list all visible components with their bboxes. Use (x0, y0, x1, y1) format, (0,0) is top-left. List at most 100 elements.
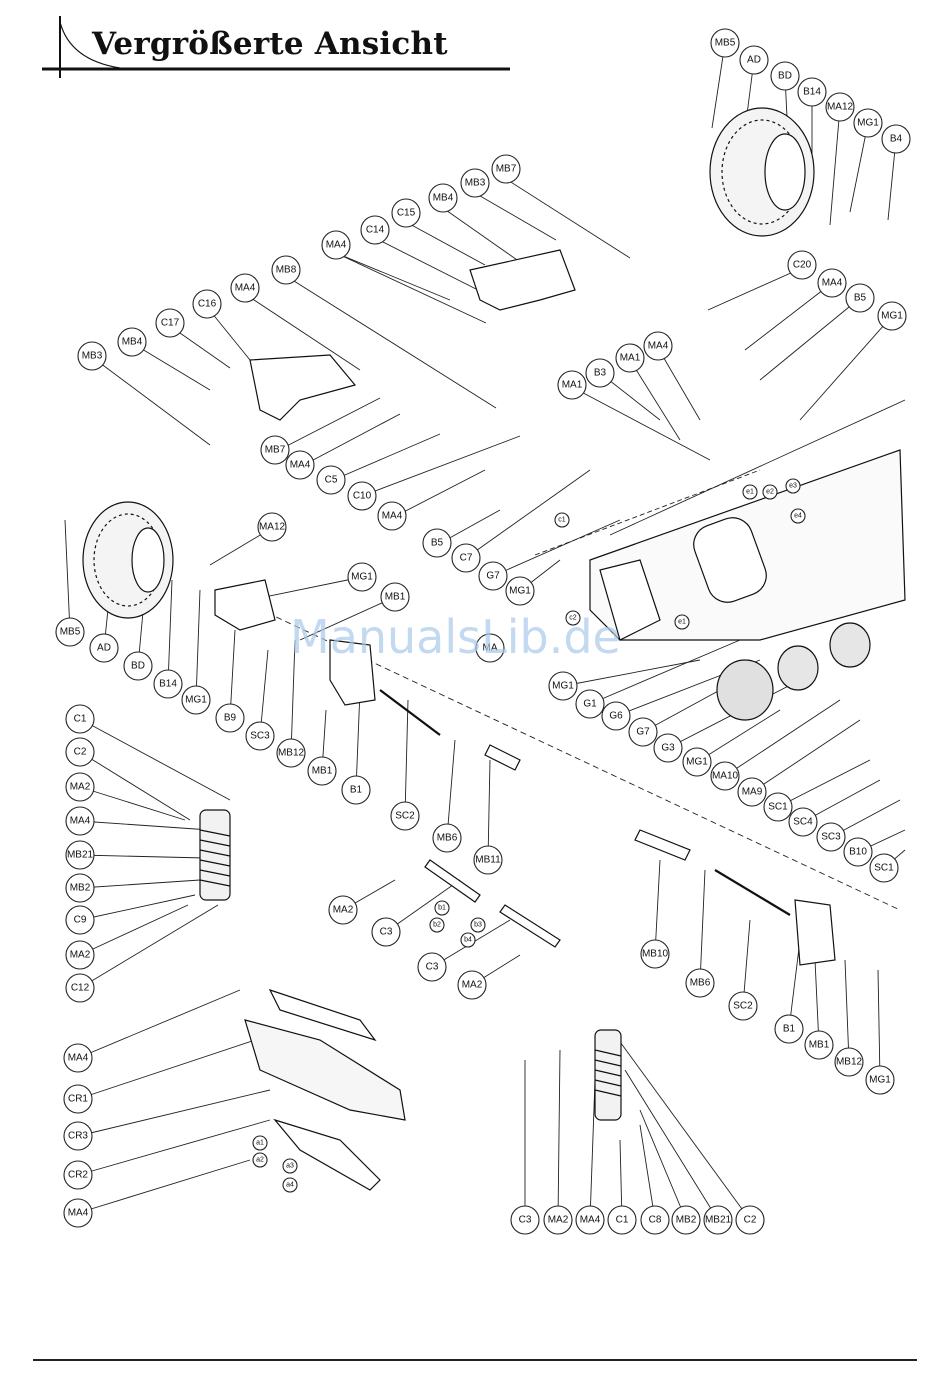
callout-mb5: MB5 (55, 617, 85, 647)
tag-e1: e1 (674, 614, 690, 630)
svg-text:CR3: CR3 (68, 1131, 88, 1142)
svg-text:MA: MA (483, 643, 498, 654)
svg-text:C3: C3 (380, 927, 393, 938)
svg-text:MG1: MG1 (552, 681, 574, 692)
svg-text:B5: B5 (854, 293, 867, 304)
callout-mb2: MB2 (65, 873, 95, 903)
svg-text:e4: e4 (794, 513, 802, 520)
callout-sc1: SC1 (763, 792, 793, 822)
callout-mb1: MB1 (380, 582, 410, 612)
svg-text:C2: C2 (744, 1215, 757, 1226)
callout-mg1: MG1 (877, 301, 907, 331)
svg-text:MA4: MA4 (326, 240, 347, 251)
svg-text:MA2: MA2 (333, 905, 354, 916)
callout-b14: B14 (797, 77, 827, 107)
svg-text:SC1: SC1 (768, 802, 788, 813)
callout-mb1: MB1 (804, 1030, 834, 1060)
callout-c8: C8 (640, 1205, 670, 1235)
svg-text:C3: C3 (426, 962, 439, 973)
svg-text:MB5: MB5 (60, 627, 81, 638)
svg-text:MB8: MB8 (276, 265, 297, 276)
callout-sc3: SC3 (245, 721, 275, 751)
callout-g7: G7 (478, 561, 508, 591)
watermark-text: ManualsLib.de (290, 610, 621, 664)
callout-mg1: MG1 (505, 576, 535, 606)
callout-ma4: MA4 (63, 1198, 93, 1228)
svg-text:a2: a2 (256, 1157, 264, 1164)
callout-mb21: MB21 (65, 840, 95, 870)
callout-b1: B1 (774, 1014, 804, 1044)
callout-mb3: MB3 (77, 341, 107, 371)
parts (82, 107, 906, 1191)
callout-mb1: MB1 (307, 756, 337, 786)
svg-text:MA4: MA4 (822, 278, 843, 289)
svg-text:MG1: MG1 (509, 586, 531, 597)
callout-ma4: MA4 (63, 1043, 93, 1073)
drawing-lines (64, 42, 906, 1221)
svg-text:MB4: MB4 (433, 193, 454, 204)
bottom-divider (33, 1359, 917, 1361)
tag-c1: c1 (554, 512, 570, 528)
callout-mg1: MG1 (865, 1065, 895, 1095)
svg-text:MA12: MA12 (827, 102, 854, 113)
svg-text:c2: c2 (569, 615, 577, 622)
callout-mb7: MB7 (260, 435, 290, 465)
callout-ma1: MA1 (615, 343, 645, 373)
callout-c7: C7 (451, 543, 481, 573)
page-title: Vergrößerte Ansicht (92, 26, 448, 62)
callout-sc1: SC1 (869, 853, 899, 883)
callout-mb4: MB4 (428, 183, 458, 213)
svg-text:MG1: MG1 (881, 311, 903, 322)
svg-text:MG1: MG1 (185, 695, 207, 706)
callout-ma2: MA2 (65, 940, 95, 970)
svg-text:b4: b4 (464, 937, 472, 944)
svg-text:CR2: CR2 (68, 1170, 88, 1181)
svg-text:MG1: MG1 (857, 118, 879, 129)
svg-text:C9: C9 (74, 915, 87, 926)
callout-ma4: MA4 (65, 806, 95, 836)
tag-b3: b3 (470, 917, 486, 933)
callout-c15: C15 (391, 198, 421, 228)
callout-mg1: MG1 (682, 747, 712, 777)
callout-g6: G6 (601, 701, 631, 731)
svg-text:b2: b2 (433, 922, 441, 929)
callout-ma4: MA4 (817, 268, 847, 298)
svg-text:MA2: MA2 (462, 980, 483, 991)
svg-text:B9: B9 (224, 713, 237, 724)
svg-text:G3: G3 (661, 743, 675, 754)
callout-c1: C1 (65, 704, 95, 734)
callout-mb2: MB2 (671, 1205, 701, 1235)
callout-ma4: MA4 (377, 501, 407, 531)
svg-text:SC2: SC2 (395, 811, 415, 822)
tag-a4: a4 (282, 1177, 298, 1193)
callout-sc2: SC2 (728, 991, 758, 1021)
callout-c3: C3 (371, 917, 401, 947)
callout-layer: MB5ADBDB14MA12MG1B4MB7MB3MB4C15C14MA4C20… (55, 28, 911, 1235)
callout-g3: G3 (653, 733, 683, 763)
callout-bd: BD (770, 61, 800, 91)
svg-text:MB10: MB10 (642, 949, 669, 960)
svg-text:MA2: MA2 (70, 782, 91, 793)
svg-text:MA1: MA1 (620, 353, 641, 364)
svg-text:MA4: MA4 (382, 511, 403, 522)
tag-a2: a2 (252, 1152, 268, 1168)
svg-text:MA4: MA4 (68, 1053, 89, 1064)
svg-text:C20: C20 (793, 260, 812, 271)
svg-text:MA4: MA4 (648, 341, 669, 352)
svg-text:BD: BD (778, 71, 792, 82)
callout-ma12: MA12 (257, 512, 287, 542)
callout-c9: C9 (65, 905, 95, 935)
callout-c1: C1 (607, 1205, 637, 1235)
svg-text:AD: AD (97, 643, 111, 654)
tag-e1: e1 (742, 484, 758, 500)
callout-c3: C3 (510, 1205, 540, 1235)
svg-text:MB2: MB2 (70, 883, 91, 894)
svg-text:MB1: MB1 (312, 766, 333, 777)
tag-b2: b2 (429, 917, 445, 933)
svg-text:C15: C15 (397, 208, 416, 219)
svg-text:MB3: MB3 (465, 178, 486, 189)
callout-ma9: MA9 (737, 777, 767, 807)
svg-text:CR1: CR1 (68, 1094, 88, 1105)
callout-cr2: CR2 (63, 1160, 93, 1190)
svg-text:a3: a3 (286, 1163, 294, 1170)
